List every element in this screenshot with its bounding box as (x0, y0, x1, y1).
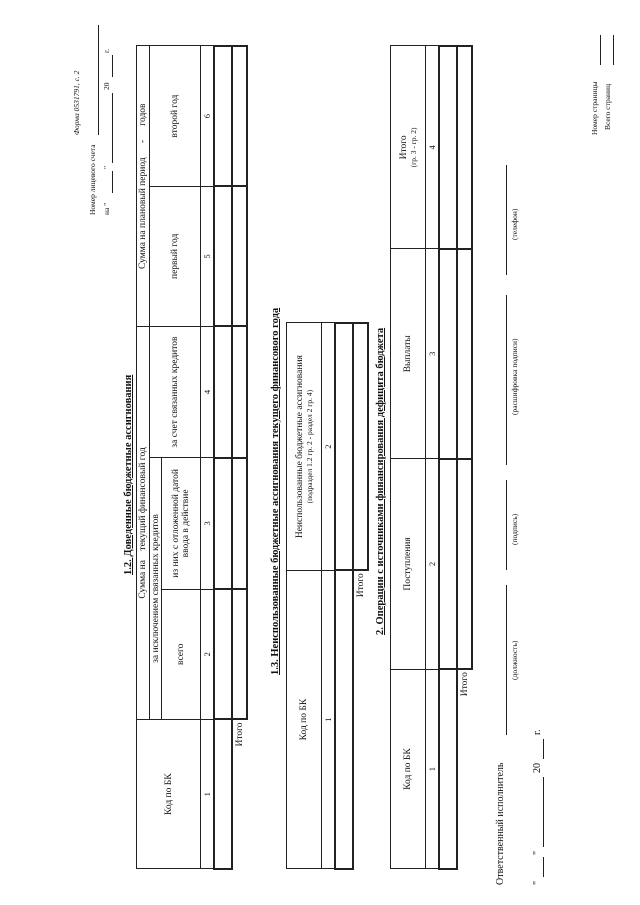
total-cell-5[interactable] (232, 186, 247, 327)
footer-date-year-line (543, 739, 544, 759)
col-plan-head: Сумма на плановый период (138, 157, 148, 269)
responsible-label: Ответственный исполнитель (495, 762, 506, 885)
col-deferred-header: из них с отложенной датой ввода в действ… (161, 457, 201, 590)
phone-caption: (телефон) (510, 208, 519, 240)
col-sum-head: Сумма на (138, 560, 148, 599)
col-excl-header: за исключением связанных кредитов (149, 457, 162, 720)
num-6: 6 (200, 46, 214, 187)
position-caption: (должность) (510, 640, 519, 680)
col-first-year-header: первый год (149, 186, 201, 327)
num-1: 1 (321, 570, 335, 869)
col-code-header: Код по БК (136, 719, 201, 869)
num-1: 1 (425, 669, 439, 869)
data-cell-code[interactable] (214, 719, 232, 869)
account-number-line (98, 25, 99, 135)
phone-line (506, 165, 507, 275)
footer-date-q1: " (532, 880, 543, 885)
col-total-header: всего (161, 589, 201, 720)
col-linked-header: за счет связанных кредитов (149, 326, 201, 458)
deficit-operations-table: Код по БК Поступления Выплаты Итого (гр.… (390, 45, 473, 870)
footer-date-month-line (543, 777, 544, 847)
data-cell-total[interactable] (214, 589, 232, 720)
num-3: 3 (425, 248, 439, 459)
form-code: Форма 0531791, с. 2 (72, 70, 81, 135)
data-cell-code[interactable] (335, 570, 353, 869)
pages-total-label: Всего страниц (603, 83, 612, 130)
total-label: Итого (235, 722, 245, 747)
total-label: Итого (460, 672, 470, 697)
signature-line (506, 480, 507, 570)
num-4: 4 (200, 326, 214, 458)
col-unused-subheader: (подраздел 1.2 гр. 2 - раздел 2 гр. 4) (304, 389, 314, 504)
footer-date-suffix: г. (532, 729, 543, 735)
date-close-quote: " (102, 165, 111, 169)
col-plan-dash: - (138, 139, 148, 144)
total-cell-3[interactable] (457, 248, 472, 459)
total-cell-4[interactable] (457, 46, 472, 249)
pages-total-line (613, 35, 614, 65)
date-month-line (112, 93, 113, 163)
num-5: 5 (200, 186, 214, 327)
footer-date-day-line (543, 857, 544, 877)
footer-date-year: 20 (532, 763, 543, 773)
data-cell-unused[interactable] (335, 323, 353, 571)
page-number-line (600, 35, 601, 65)
total-cell-4[interactable] (232, 326, 247, 458)
date-year: 20 (102, 82, 111, 91)
num-1: 1 (200, 719, 214, 869)
section-1-2-title: 1.2. Доведенные бюджетные ассигнования (123, 374, 134, 575)
data-cell-first[interactable] (214, 186, 232, 327)
account-number-label: Номер лицевого счета (88, 144, 97, 215)
col-sum-head-year: текущий финансовый год (138, 447, 148, 551)
col-unused-header: Неиспользованные бюджетные ассигнования (294, 355, 305, 539)
col-total-header: Итого (398, 135, 409, 160)
data-cell-code[interactable] (439, 669, 457, 869)
date-day-line (112, 171, 113, 193)
decode-caption: (расшифровка подписи) (510, 338, 519, 415)
section-2-title: 2. Операции с источниками финансирования… (375, 327, 386, 635)
budget-allocations-table: Код по БК Сумма на текущий финансовый го… (136, 45, 248, 870)
data-cell-linked[interactable] (214, 326, 232, 458)
data-cell-second[interactable] (214, 46, 232, 187)
date-year-line (112, 55, 113, 77)
position-line (506, 585, 507, 735)
total-cell-2[interactable] (457, 458, 472, 670)
section-1-3-title: 1.3. Неиспользованные бюджетные ассигнов… (270, 307, 281, 675)
date-open-quote: на " (102, 202, 111, 215)
col-second-year-header: второй год (149, 46, 201, 187)
col-code-header: Код по БК (286, 570, 322, 869)
data-cell-payments[interactable] (439, 248, 457, 459)
page-number-label: Номер страницы (590, 81, 599, 135)
num-2: 2 (425, 458, 439, 670)
num-4: 4 (425, 46, 439, 249)
footer-date-q2: " (532, 850, 543, 855)
unused-allocations-table: Код по БК Неиспользованные бюджетные асс… (286, 322, 369, 870)
data-cell-receipts[interactable] (439, 458, 457, 670)
num-2: 2 (321, 323, 335, 571)
col-payments-header: Выплаты (390, 248, 426, 459)
total-cell-2[interactable] (232, 589, 247, 720)
col-plan-years: годов (138, 103, 148, 126)
total-cell-3[interactable] (232, 457, 247, 590)
total-cell-2[interactable] (353, 323, 368, 571)
col-total-subheader: (гр. 3 - гр. 2) (408, 127, 418, 168)
total-cell-6[interactable] (232, 46, 247, 187)
num-3: 3 (200, 457, 214, 590)
date-suffix: г. (102, 48, 111, 53)
total-label: Итого (356, 573, 366, 598)
data-cell-total[interactable] (439, 46, 457, 249)
data-cell-deferred[interactable] (214, 457, 232, 590)
col-code-header: Код по БК (390, 669, 426, 869)
decode-line (506, 295, 507, 465)
num-2: 2 (200, 589, 214, 720)
col-receipts-header: Поступления (390, 458, 426, 670)
signature-caption: (подпись) (510, 513, 519, 545)
